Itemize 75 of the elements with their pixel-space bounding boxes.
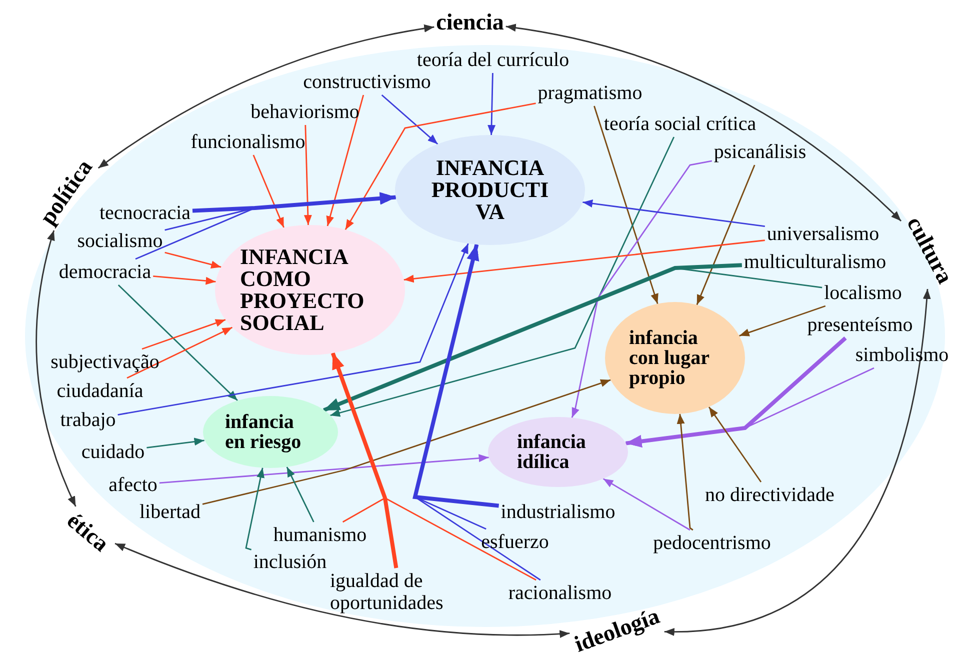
arrow — [159, 454, 489, 484]
arrow — [330, 352, 398, 568]
concept-title: infancia idílica — [517, 432, 587, 472]
concept-label: humanismo — [273, 524, 367, 546]
concept-label: pedocentrismo — [653, 532, 771, 554]
arrow — [381, 94, 438, 145]
arrow — [324, 267, 822, 411]
arrow — [594, 106, 658, 304]
concept-label: teoría del currículo — [416, 49, 570, 71]
arrow — [626, 367, 874, 446]
arrow — [344, 102, 536, 230]
concept-label: esfuerzo — [481, 531, 549, 553]
arrow — [696, 164, 756, 306]
concept-label: inclusión — [253, 551, 327, 573]
concept-label: behaviorismo — [250, 101, 360, 123]
arrow — [323, 263, 742, 412]
arrow — [332, 352, 536, 581]
concept-title: infancia en riesgo — [225, 412, 302, 452]
concept-label: constructivismo — [303, 71, 431, 93]
domain-label: ciencia — [436, 10, 504, 34]
concept-title: INFANCIA PRODUCTI VA — [430, 157, 550, 223]
concept-label: funcionalismo — [190, 131, 306, 153]
concept-label: psicanálisis — [714, 141, 806, 163]
arrow — [506, 24, 902, 222]
arrow — [571, 160, 712, 418]
arrow — [676, 414, 694, 531]
concept-label: localismo — [824, 282, 902, 304]
arrow — [98, 24, 434, 169]
concept-label: pragmatismo — [538, 82, 642, 104]
concept-label: tecnocracia — [99, 202, 191, 224]
concept-label: trabajo — [60, 409, 116, 431]
arrow — [286, 466, 314, 522]
concept-label: ciudadanía — [56, 380, 144, 402]
arrow — [192, 192, 396, 213]
arrow — [126, 326, 233, 379]
arrow — [326, 94, 364, 226]
concept-label: subjectivação — [50, 351, 160, 373]
concept-title: infancia con lugar propio — [629, 328, 710, 388]
arrow — [142, 319, 226, 350]
concept-label: racionalismo — [508, 582, 612, 604]
arrow — [36, 230, 76, 507]
arrow — [304, 124, 312, 226]
concept-label: industrialismo — [500, 501, 616, 523]
concept-label: no directividade — [705, 484, 835, 506]
arrow — [245, 468, 264, 550]
arrow — [488, 72, 496, 136]
arrow — [602, 478, 690, 531]
arrow — [146, 438, 204, 448]
concept-label: cuidado — [81, 441, 145, 463]
arrow — [708, 406, 762, 482]
concept-label: multiculturalismo — [744, 251, 886, 273]
arrow — [626, 336, 847, 448]
concept-label: libertad — [139, 501, 201, 523]
concept-label: democracia — [58, 261, 152, 283]
arrow — [114, 542, 570, 638]
concept-title: INFANCIA COMO PROYECTO SOCIAL — [240, 246, 366, 334]
concept-label: igualdad de oportunidades — [330, 570, 470, 614]
concept-label: teoría social crítica — [604, 113, 756, 135]
arrow — [739, 305, 826, 336]
arrow — [252, 154, 284, 228]
arrow — [582, 200, 765, 227]
concept-label: presenteísmo — [807, 314, 913, 336]
concept-label: socialismo — [77, 230, 163, 252]
arrow — [404, 240, 765, 283]
arrow — [118, 243, 469, 416]
arrow — [202, 379, 611, 505]
arrow — [412, 244, 499, 508]
domain-label: ética — [63, 508, 113, 556]
arrow — [664, 288, 931, 636]
arrow — [153, 276, 216, 285]
concept-label: afecto — [108, 474, 158, 496]
arrow — [330, 136, 675, 417]
concept-label: universalismo — [766, 223, 880, 245]
arrow — [118, 284, 238, 401]
arrow — [164, 252, 222, 268]
